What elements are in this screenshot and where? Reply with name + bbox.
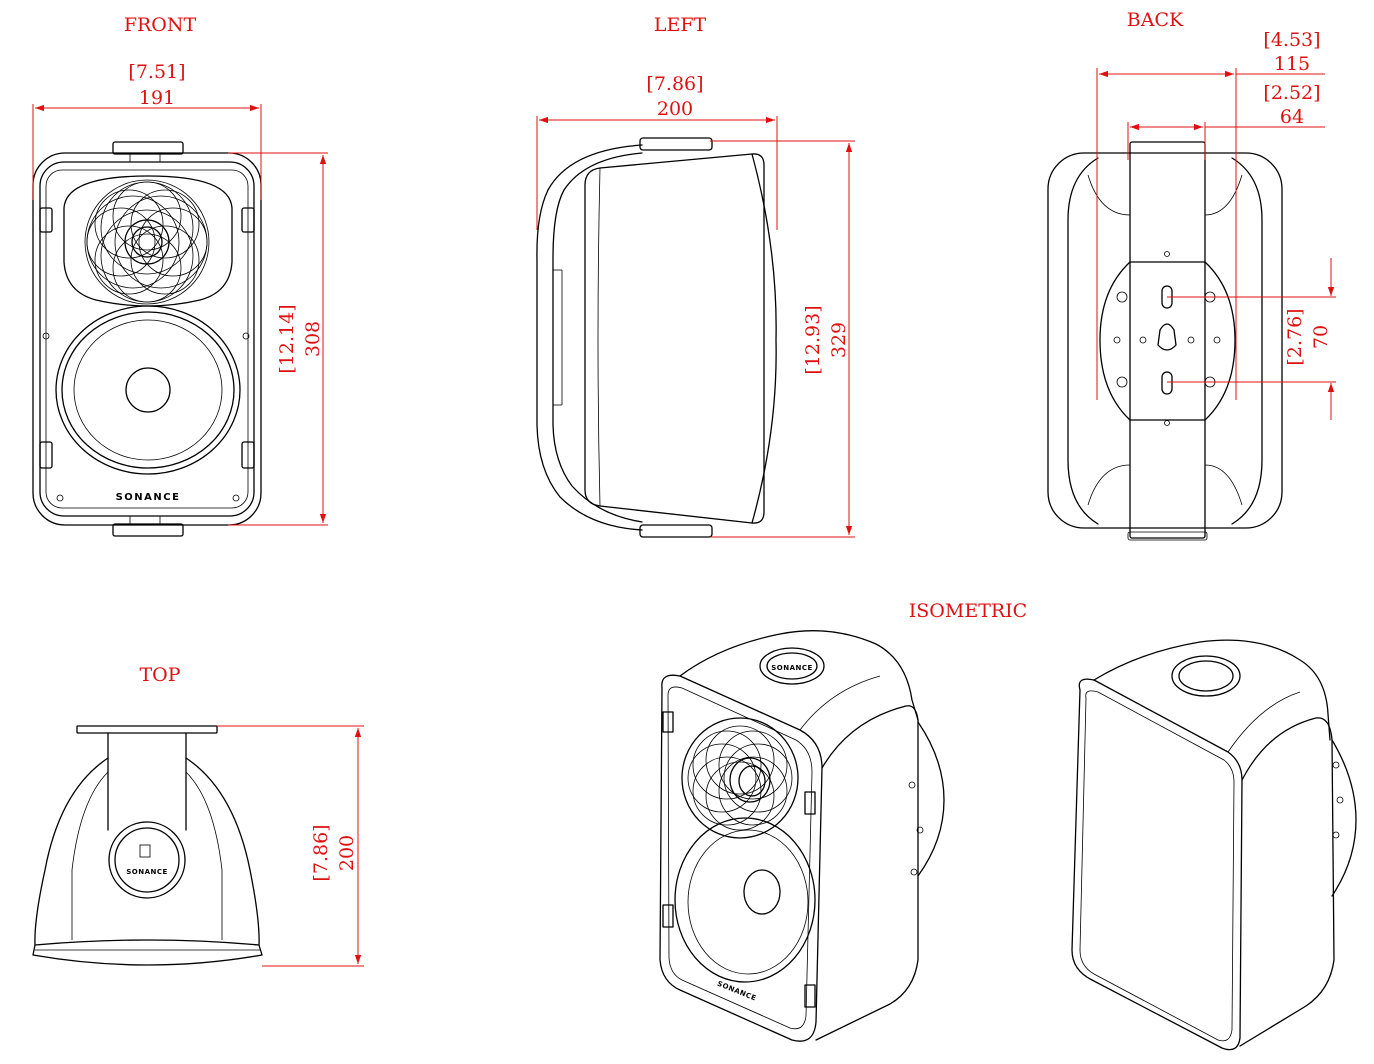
iso-brand-front-label: SONANCE	[716, 980, 758, 1003]
isometric-view-front: SONANCE SONANCE	[659, 630, 945, 1042]
front-width-inches: [7.51]	[128, 61, 185, 83]
left-height-mm: 329	[828, 322, 850, 358]
front-brand-label: SONANCE	[116, 492, 181, 503]
front-height-mm: 308	[302, 321, 324, 357]
back-dimensions: [4.53] 115 [2.52] 64 [2.76] 70	[1096, 29, 1336, 420]
top-depth-mm: 200	[336, 835, 358, 871]
front-view: SONANCE	[32, 141, 262, 537]
top-dimensions: [7.86] 200	[217, 725, 364, 967]
back-slot-inches: [2.76]	[1284, 308, 1306, 365]
left-dimensions: [7.86] 200 [12.93] 329	[536, 73, 855, 538]
front-view-title: FRONT	[124, 14, 197, 36]
back-outer-mm: 115	[1274, 53, 1310, 75]
left-view	[536, 137, 777, 538]
top-view-title: TOP	[139, 664, 180, 686]
isometric-view-grille	[1071, 639, 1357, 1051]
back-slot-mm: 70	[1310, 325, 1332, 349]
back-view	[1047, 141, 1283, 541]
left-height-inches: [12.93]	[802, 305, 824, 374]
back-inner-inches: [2.52]	[1263, 82, 1320, 104]
iso-brand-cap-label: SONANCE	[771, 664, 813, 672]
front-dimensions: [7.51] 191 [12.14] 308	[32, 61, 328, 526]
back-view-title: BACK	[1127, 9, 1184, 31]
left-depth-mm: 200	[657, 98, 693, 120]
isometric-view-title: ISOMETRIC	[909, 600, 1027, 622]
top-depth-inches: [7.86]	[310, 824, 332, 881]
left-view-title: LEFT	[654, 14, 707, 36]
back-inner-mm: 64	[1280, 106, 1304, 128]
top-brand-label: SONANCE	[126, 868, 168, 876]
top-view: SONANCE	[32, 725, 263, 966]
back-outer-inches: [4.53]	[1263, 29, 1320, 51]
left-depth-inches: [7.86]	[646, 73, 703, 95]
front-height-inches: [12.14]	[276, 304, 298, 373]
front-width-mm: 191	[139, 87, 175, 109]
